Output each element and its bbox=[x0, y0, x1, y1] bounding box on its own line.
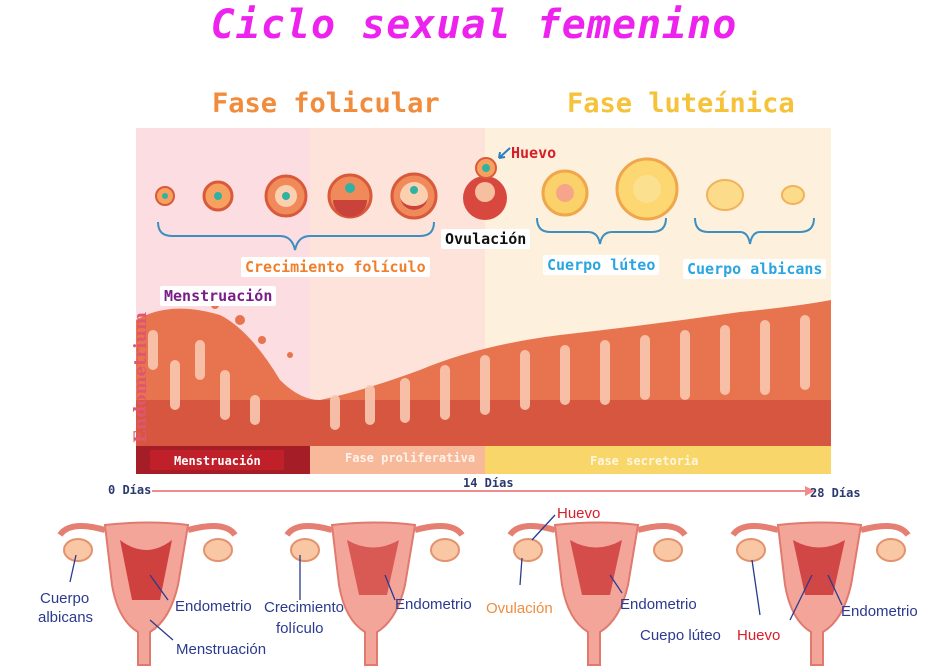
bar-secretory: Fase secretoria bbox=[590, 454, 698, 468]
panel2-left-label-2: folículo bbox=[276, 620, 324, 637]
panel1-bottom-label: Menstruación bbox=[176, 641, 266, 658]
panel1-right-label: Endometrio bbox=[175, 598, 252, 615]
panel4-egg-label: Huevo bbox=[737, 627, 780, 644]
panel4-left-label: Cuepo lúteo bbox=[640, 627, 721, 644]
day-28: 28 Días bbox=[810, 486, 861, 500]
corpus-luteum-label: Cuerpo lúteo bbox=[543, 255, 659, 275]
panel3-left-label: Ovulación bbox=[486, 600, 553, 617]
panel4-right-label: Endometrio bbox=[841, 603, 918, 620]
panel1-left-label-2: albicans bbox=[38, 609, 93, 626]
day-14: 14 Días bbox=[463, 476, 514, 490]
bar-menstruation: Menstruación bbox=[174, 454, 261, 468]
panel3-right-label: Endometrio bbox=[620, 596, 697, 613]
egg-label: Huevo bbox=[511, 144, 556, 162]
endometrium-axis-label: Endometrium bbox=[131, 313, 151, 443]
panel2-right-label: Endometrio bbox=[395, 596, 472, 613]
menstruation-label: Menstruación bbox=[160, 286, 276, 306]
ovulation-label: Ovulación bbox=[441, 229, 530, 249]
panel3-top-label: Huevo bbox=[557, 505, 600, 522]
bar-proliferative: Fase proliferativa bbox=[345, 451, 475, 465]
panel2-left-label-1: Crecimiento bbox=[264, 599, 344, 616]
day-0: 0 Días bbox=[108, 483, 151, 497]
panel1-left-label-1: Cuerpo bbox=[40, 590, 89, 607]
corpus-albicans-label: Cuerpo albicans bbox=[683, 259, 826, 279]
follicle-growth-label: Crecimiento folículo bbox=[241, 257, 430, 277]
